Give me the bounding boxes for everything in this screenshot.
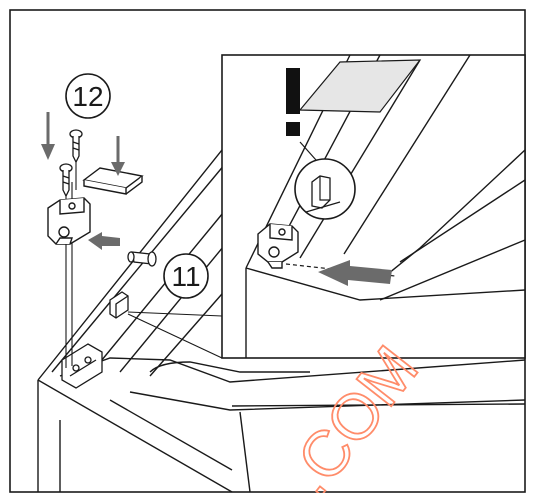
screw-lower xyxy=(59,163,73,198)
screw-upper xyxy=(69,129,83,164)
warning-symbol: ! xyxy=(0,0,1,1)
callout-12-label: 12 xyxy=(72,81,103,112)
detail-hinge-bracket xyxy=(257,223,299,269)
detail-arrow xyxy=(318,260,392,286)
hinge-bracket xyxy=(47,197,91,245)
down-arrow-left xyxy=(41,112,55,160)
detail-ledge xyxy=(298,59,422,113)
detail-leader-lines xyxy=(127,311,223,359)
cover-cap xyxy=(82,167,144,195)
hinge-pin xyxy=(127,251,157,267)
detail-magnifier xyxy=(294,141,356,220)
callout-12: 12 xyxy=(65,73,111,119)
hinge-slot xyxy=(109,291,129,319)
detail-inset: ! xyxy=(0,0,526,359)
callout-11-label: 11 xyxy=(171,261,200,292)
warning-icon: ! xyxy=(0,0,300,136)
down-arrow-right xyxy=(111,136,125,176)
hinge-base-plate xyxy=(61,343,103,389)
callout-11: 11 xyxy=(163,253,209,299)
insert-arrow xyxy=(88,232,120,250)
